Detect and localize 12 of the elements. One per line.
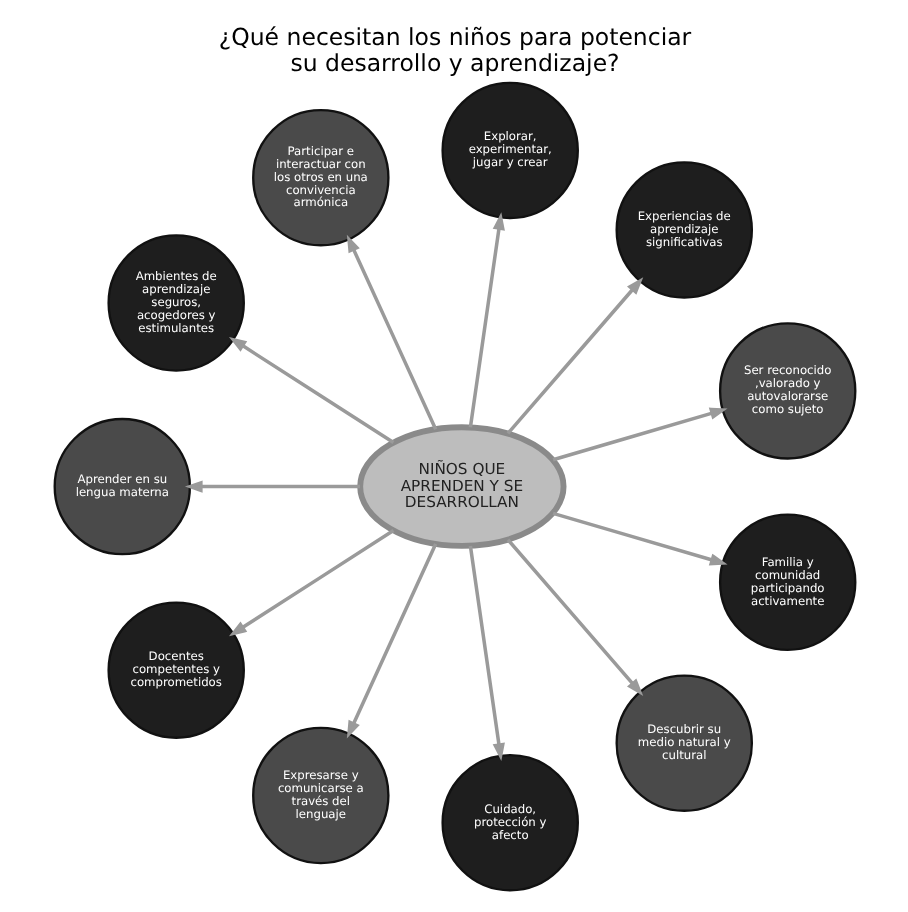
arrow [467, 212, 504, 428]
arrow [228, 529, 394, 637]
arrow [228, 336, 394, 445]
arrow [467, 545, 504, 761]
diagram-title: ¿Qué necesitan los niños para potenciar su desarrollo y aprendizaje? [217, 23, 691, 78]
arrow [183, 480, 359, 493]
arrow [505, 538, 643, 696]
arrow [505, 277, 643, 435]
arrow [551, 407, 727, 462]
arrow [345, 234, 437, 430]
arrow [345, 543, 437, 739]
arrow [551, 511, 727, 566]
